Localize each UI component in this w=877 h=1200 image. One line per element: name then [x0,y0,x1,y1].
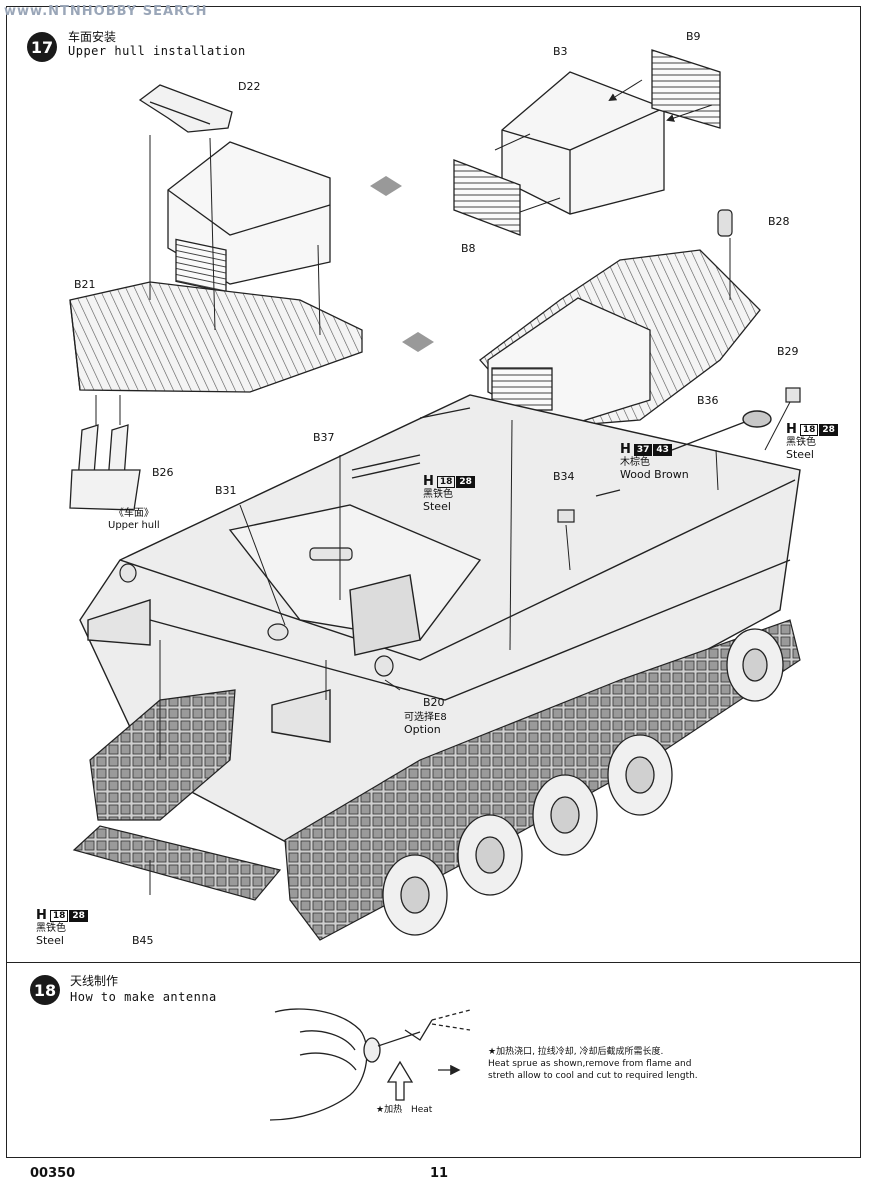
leader-lines-right [149,79,791,895]
paint-callout-steel-1: H 18 28 黑铁色 Steel [423,475,475,513]
step-17-title-cn: 车面安装 [68,30,117,44]
paint-callout-steel-3: H 18 28 黑铁色 Steel [36,909,88,947]
b8-grille [453,159,521,236]
hull-fittings [119,387,801,677]
main-hull [79,394,801,861]
part-label-b3: B3 [553,45,568,58]
antenna-rods [351,407,772,497]
paint-callout-steel-2: H 18 28 黑铁色 Steel [786,423,838,461]
paint-code: H 18 28 [36,909,88,922]
paint-name-cn: 黑铁色 [36,923,66,934]
step-18-title-cn: 天线制作 [70,974,119,988]
part-label-d22: D22 [238,80,261,93]
part-label-b36: B36 [697,394,719,407]
part-label-b8: B8 [461,242,476,255]
b3-housing [501,71,665,215]
watermark: www.NTNHOBBY SEARCH [4,4,208,19]
part-label-b31: B31 [215,484,237,497]
antenna-note-cn: ★加热浇口, 拉线冷却, 冷却后截成所需长度. [488,1047,664,1057]
paint-code: H 37 43 [620,443,672,456]
step-18-badge: 18 [30,975,60,1005]
b28-part [717,209,733,237]
antenna-note-en-2: streth allow to cool and cut to required… [488,1071,698,1081]
part-label-b28: B28 [768,215,790,228]
part-label-b45: B45 [132,934,154,947]
step-17-badge: 17 [27,32,57,62]
paint-name-cn: 木棕色 [620,457,650,468]
antenna-heat-illustration [269,1008,471,1121]
upper-hull-callout: 《车面》 Upper hull [108,508,160,532]
b20-option: 可选择E8 Option [404,712,447,736]
part-label-b29: B29 [777,345,799,358]
paint-name-en: Steel [36,934,64,947]
upper-hull-cn: 《车面》 [113,508,154,519]
paint-callout-wood-brown: H 37 43 木棕色 Wood Brown [620,443,689,481]
heat-label-cn: ★加热 [376,1105,403,1115]
paint-name-en: Wood Brown [620,468,689,481]
step-17-title-en: Upper hull installation [68,44,246,58]
antenna-note-en-1: Heat sprue as shown,remove from flame an… [488,1059,692,1069]
page-frame [6,6,861,1158]
step-18-title-en: How to make antenna [70,990,217,1004]
paint-name-en: Steel [786,448,814,461]
part-label-b20: B20 [423,696,445,709]
heat-label: ★加热 Heat [376,1104,432,1116]
product-code: 00350 [30,1166,76,1181]
page-number: 11 [430,1166,449,1181]
d22-bracket [138,84,233,133]
paint-name-cn: 黑铁色 [423,489,453,500]
engine-deck-box [167,141,331,293]
leader-lines-left [95,135,321,425]
paint-code: H 18 28 [786,423,838,436]
antenna-note: ★加热浇口, 拉线冷却, 冷却后截成所需长度. Heat sprue as sh… [488,1046,698,1082]
part-label-b9: B9 [686,30,701,43]
heat-label-en: Heat [410,1105,433,1115]
part-label-b34: B34 [553,470,575,483]
paint-name-cn: 黑铁色 [786,437,816,448]
b21-deck [69,281,363,393]
step-divider [6,962,861,963]
part-label-b26: B26 [152,466,174,479]
b20-option-cn: 可选择E8 [404,712,447,723]
road-wheels [382,628,784,936]
paint-code: H 18 28 [423,475,475,488]
b26-ladder [69,424,141,511]
part-label-b37: B37 [313,431,335,444]
b20-option-en: Option [404,723,441,736]
rear-deck [479,249,761,429]
paint-name-en: Steel [423,500,451,513]
upper-hull-en: Upper hull [108,520,160,531]
b45-track-links [72,825,282,901]
direction-arrows [370,176,434,352]
part-label-b21: B21 [74,278,96,291]
